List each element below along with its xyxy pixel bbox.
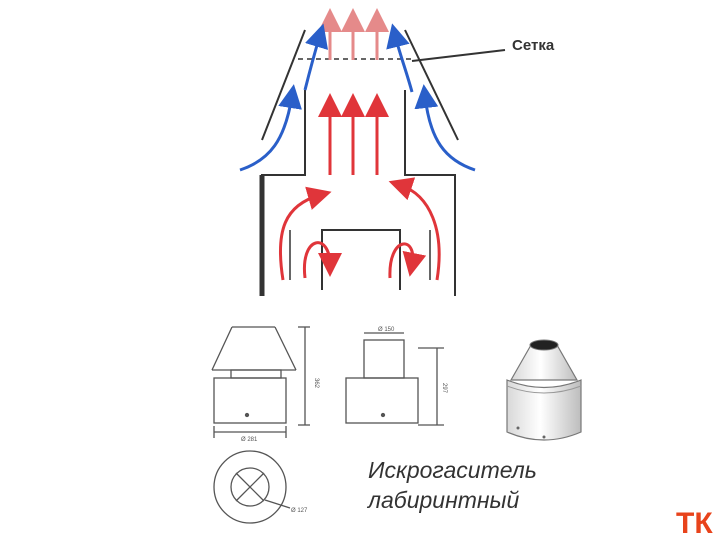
cold-arrow-right-low [414,84,476,172]
labyrinth-baffle [321,229,401,290]
caption-line-1: Искрогаситель [368,457,537,483]
hot-flow-arrows [278,8,441,281]
brand-logo: ТК [676,507,713,540]
product-caption: Искрогаситель лабиринтный [368,455,537,515]
hot-arrow-curl-left [278,186,332,281]
dim-side-top-diameter: Ø 150 [378,327,395,333]
product-3d-render [506,339,582,441]
callout-leader [411,49,506,62]
cold-arrow-right-high [386,23,414,93]
top-view-drawing [213,450,291,524]
mesh-callout-label: Сетка [512,37,555,54]
dim-side-height: 297 [441,383,447,394]
dim-top-view-diameter: Ø 127 [291,508,308,514]
dim-front-diameter: Ø 281 [241,437,258,443]
dim-front-height: 362 [313,378,319,389]
caption-line-2: лабиринтный [368,487,520,513]
cone-wall-left [261,29,306,141]
front-view-drawing [211,326,310,438]
cold-arrow-left-low [239,84,302,172]
hot-arrow-inner-right [388,242,427,279]
flow-schematic [259,29,506,296]
hot-arrow-curl-right [388,177,441,281]
cold-flow-arrows [239,23,476,172]
cold-arrow-left-high [303,23,329,91]
inner-pipe-right [404,90,456,296]
side-view-drawing [345,332,444,426]
hot-arrow-inner-left [302,241,342,279]
